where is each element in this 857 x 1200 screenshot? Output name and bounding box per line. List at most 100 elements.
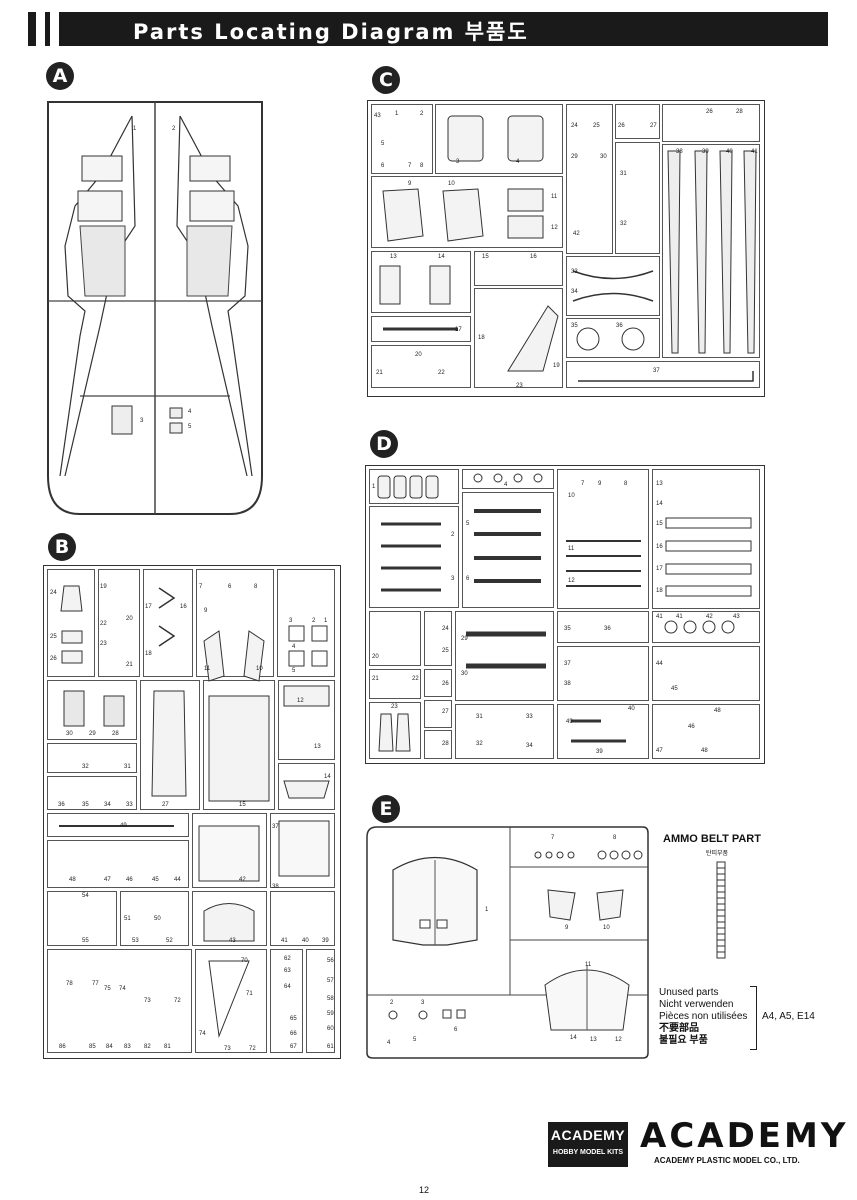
academy-wordmark: ACADEMY: [640, 1116, 849, 1156]
part-number: 21: [126, 662, 133, 668]
part-cell: [195, 949, 267, 1053]
part-number: 18: [478, 335, 485, 341]
part-number: 31: [620, 171, 627, 177]
part-number: 17: [656, 566, 663, 572]
sprue-frame-b: 24 25 26 19 22 20 23 21 17 16 18 7 6 8 9…: [43, 565, 341, 1059]
part-cell: [566, 104, 613, 254]
part-number: 10: [256, 666, 263, 672]
part-cell: [435, 104, 563, 174]
part-number: 26: [442, 681, 449, 687]
part-number: 10: [568, 493, 575, 499]
part-number: 3: [421, 1000, 425, 1006]
part-cell: [371, 316, 471, 342]
part-number: 43: [733, 614, 740, 620]
part-cell: [203, 680, 275, 810]
part-number: 22: [438, 370, 445, 376]
part-number: 37: [564, 661, 571, 667]
part-cell: [143, 569, 193, 677]
part-number: 31: [124, 764, 131, 770]
part-number: 11: [568, 546, 575, 552]
part-number: 50: [154, 916, 161, 922]
part-number: 5: [466, 521, 470, 527]
part-number: 4: [387, 1040, 391, 1046]
part-number: 26: [50, 656, 57, 662]
ammo-belt-part: [716, 861, 726, 959]
part-number: 78: [66, 981, 73, 987]
part-number: 9: [565, 925, 569, 931]
part-number: 12: [615, 1037, 622, 1043]
part-number: 1: [324, 618, 328, 624]
part-number: 41: [656, 614, 663, 620]
part-number: 14: [570, 1035, 577, 1041]
part-number: 56: [327, 958, 334, 964]
part-number: 49: [566, 719, 573, 725]
part-number: 10: [448, 181, 455, 187]
part-number: 6: [466, 576, 470, 582]
part-number: 4: [292, 644, 296, 650]
part-number: 31: [476, 714, 483, 720]
part-number: 47: [104, 877, 111, 883]
part-number: 35: [564, 626, 571, 632]
part-number: 47: [656, 748, 663, 754]
part-number: 34: [571, 289, 578, 295]
part-number: 38: [564, 681, 571, 687]
part-number: 42: [239, 877, 246, 883]
part-number: 15: [656, 521, 663, 527]
part-cell: [196, 569, 274, 677]
part-cell: [557, 704, 649, 759]
part-cell: [369, 506, 459, 608]
part-number: 27: [442, 709, 449, 715]
part-number: 7: [199, 584, 203, 590]
part-number: 18: [656, 588, 663, 594]
part-number: 32: [620, 221, 627, 227]
part-number: 35: [82, 802, 89, 808]
part-number: 57: [327, 978, 334, 984]
part-cell: [371, 104, 433, 174]
part-number: 33: [526, 714, 533, 720]
part-number: 14: [438, 254, 445, 260]
part-number: 52: [166, 938, 173, 944]
part-number: 8: [624, 481, 628, 487]
part-number: 54: [82, 893, 89, 899]
part-number: 18: [145, 651, 152, 657]
sprue-d-parts: [377, 473, 752, 752]
unused-parts-fr: Pièces non utilisées: [659, 1011, 748, 1022]
part-number: 33: [571, 269, 578, 275]
unused-parts-bracket: [750, 986, 757, 1050]
ammo-belt-title: AMMO BELT PART: [663, 833, 761, 845]
part-cell: [557, 469, 649, 609]
part-number: 63: [284, 968, 291, 974]
part-number: 5: [188, 424, 192, 430]
part-number: 7: [581, 481, 585, 487]
part-cell: [557, 646, 649, 701]
part-number: 29: [571, 154, 578, 160]
part-number: 30: [66, 731, 73, 737]
part-cell: [652, 704, 760, 759]
part-cell: [615, 142, 660, 254]
part-number: 8: [420, 163, 424, 169]
part-number: 27: [650, 123, 657, 129]
part-cell: [424, 730, 452, 759]
part-number: 64: [284, 984, 291, 990]
part-number: 22: [100, 621, 107, 627]
part-cell: [47, 840, 189, 888]
section-label-b: B: [48, 533, 76, 561]
part-number: 3: [456, 159, 460, 165]
unused-parts-jp: 不要部品: [659, 1023, 699, 1034]
part-number: 24: [571, 123, 578, 129]
part-cell: [662, 104, 760, 142]
sprue-e-drawing: [366, 826, 649, 1059]
part-number: 72: [174, 998, 181, 1004]
part-number: 71: [246, 991, 253, 997]
part-number: 36: [58, 802, 65, 808]
sprue-frame-a: 1 2 3 4 5: [40, 96, 270, 520]
part-number: 70: [241, 958, 248, 964]
part-number: 36: [604, 626, 611, 632]
part-cell: [47, 813, 189, 837]
part-number: 22: [412, 676, 419, 682]
part-cell: [462, 469, 554, 489]
part-number: 15: [239, 802, 246, 808]
unused-parts-list: A4, A5, E14: [762, 1011, 815, 1022]
part-cell: [270, 949, 303, 1053]
page-title: Parts Locating Diagram 부품도: [133, 20, 529, 44]
